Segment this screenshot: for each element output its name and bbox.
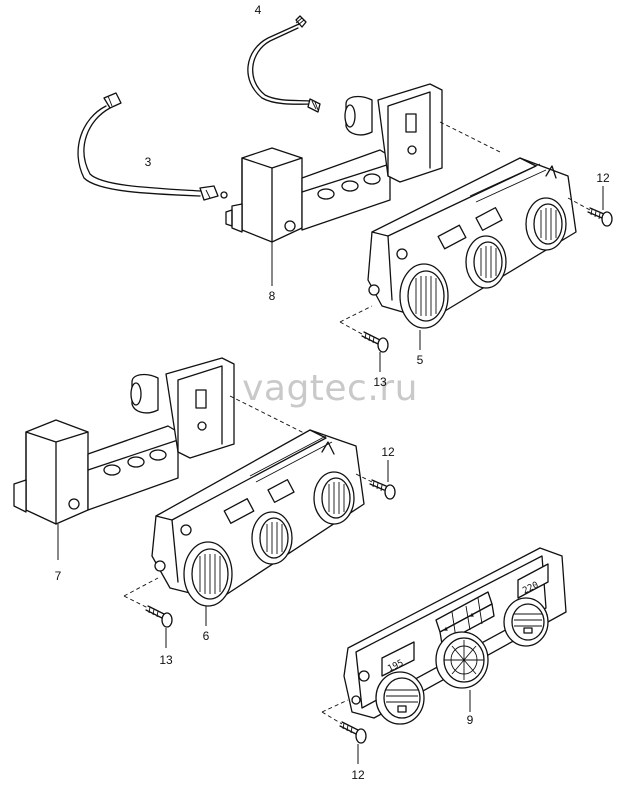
callout-7: 7	[55, 569, 62, 583]
screw-12-lower	[339, 721, 367, 764]
dashed-guide	[229, 395, 319, 441]
right-rotary-knob	[503, 597, 549, 647]
callout-13: 13	[159, 653, 173, 667]
callout-8: 8	[269, 289, 276, 303]
screw-13-upper	[361, 331, 389, 372]
lower-right-knob	[313, 471, 355, 525]
screw-12-upper	[587, 186, 613, 227]
callout-4: 4	[255, 3, 262, 17]
part-7-bracket	[13, 357, 235, 560]
right-temperature-display: 220	[517, 563, 549, 599]
callout-12: 12	[381, 445, 395, 459]
dashed-guide	[439, 121, 501, 153]
lower-left-knob	[183, 541, 233, 607]
lower-middle-knob	[251, 511, 293, 565]
dashed-guide	[321, 699, 349, 725]
callout-12: 12	[596, 171, 610, 185]
upper-left-knob	[399, 263, 449, 329]
button-icon: ▲	[444, 626, 448, 632]
watermark-text: vagtec.ru	[242, 368, 418, 409]
part-8-bracket	[225, 83, 443, 286]
callout-12: 12	[351, 768, 365, 782]
dashed-guide	[123, 577, 159, 609]
callout-13: 13	[373, 375, 387, 389]
callout-9: 9	[467, 713, 474, 727]
upper-right-knob	[525, 197, 567, 251]
screw-12-middle	[369, 460, 396, 500]
part-3-cable	[77, 92, 228, 201]
screw-13-lower	[145, 605, 173, 648]
button-icon: ▲	[470, 612, 474, 618]
callout-5: 5	[417, 353, 424, 367]
left-rotary-knob	[375, 671, 425, 725]
callout-3: 3	[145, 155, 152, 169]
upper-middle-knob	[465, 235, 507, 289]
dashed-guide	[355, 473, 373, 483]
part-9-climate-control-unit: 195 220 ▲ ▲	[343, 547, 567, 725]
part-4-cable	[247, 15, 321, 113]
part-6-control-unit	[151, 429, 365, 626]
callout-6: 6	[203, 629, 210, 643]
part-5-control-unit	[367, 157, 577, 350]
dashed-guide	[339, 305, 373, 335]
center-fan-knob	[435, 631, 489, 689]
